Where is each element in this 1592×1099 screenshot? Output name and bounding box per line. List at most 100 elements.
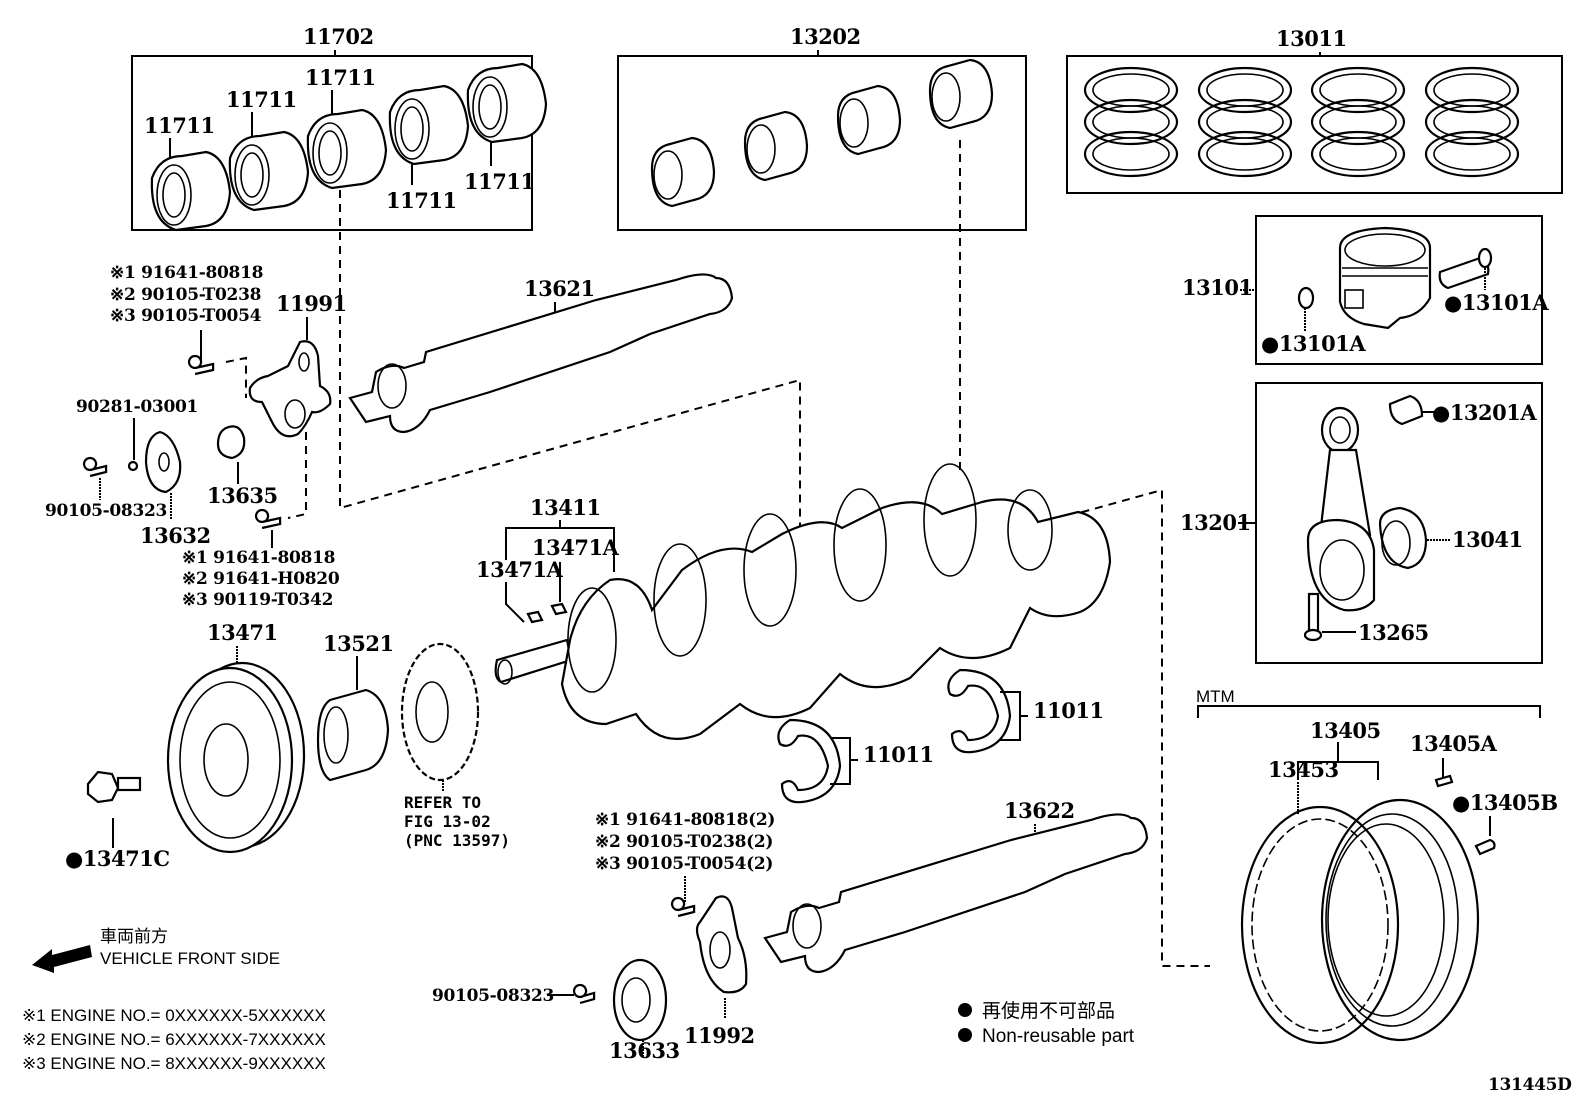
piston-ring-stack	[1083, 66, 1179, 178]
part-label-11711[interactable]: 11711	[305, 65, 376, 90]
key	[550, 602, 568, 616]
refer-note[interactable]: FIG 13-02	[404, 812, 491, 831]
part-label-13632[interactable]: 13632	[140, 523, 211, 548]
balance-shaft-13621	[348, 273, 734, 434]
part-label-13633[interactable]: 13633	[609, 1038, 680, 1063]
part-label-13101[interactable]: 13101	[1182, 275, 1253, 300]
part-label-90105-08323[interactable]: 90105-08323	[432, 986, 554, 1006]
bolt-variant-label[interactable]: ※2 91641-H0820	[182, 569, 340, 589]
conrod-bearing-shell	[743, 110, 809, 182]
part-label-90281-03001[interactable]: 90281-03001	[76, 397, 198, 417]
bolt	[187, 354, 215, 376]
pin-clip	[1477, 247, 1493, 269]
part-label-11711[interactable]: 11711	[226, 87, 297, 112]
crank-key-group: 13411 13471A 13471A	[476, 495, 620, 624]
part-label-13405B[interactable]: ●13405B	[1452, 790, 1558, 815]
part-label-13265[interactable]: 13265	[1358, 620, 1429, 645]
part-label-13471C[interactable]: ●13471C	[65, 846, 170, 871]
conrod-bearing-set-box	[617, 55, 1027, 231]
bolt-variant-label[interactable]: ※1 91641-80818(2)	[595, 810, 775, 830]
non-reusable-bullet-icon	[958, 1028, 972, 1042]
part-label-13405[interactable]: 13405	[1310, 718, 1381, 743]
conrod-bearing-shell	[650, 136, 716, 208]
part-label-11711[interactable]: 11711	[386, 188, 457, 213]
part-label-13201A[interactable]: ●13201A	[1432, 400, 1538, 425]
part-label-13101A[interactable]: ●13101A	[1261, 331, 1367, 356]
piston-ring	[1206, 137, 1284, 171]
piston-ring	[1083, 130, 1179, 178]
engine-note: ※1 ENGINE NO.= 0XXXXXX-5XXXXXX	[22, 1006, 326, 1025]
part-label-11991[interactable]: 11991	[276, 291, 347, 316]
part-label-13453[interactable]: 13453	[1268, 757, 1339, 782]
bolt	[82, 456, 108, 478]
bolt-variant-label[interactable]: ※1 91641-80818	[110, 263, 263, 283]
thrust-washer	[947, 668, 1012, 754]
part-label-13621[interactable]: 13621	[524, 276, 595, 301]
legend-label-jp: 再使用不可部品	[982, 1000, 1115, 1022]
piston-ring	[1092, 105, 1170, 139]
connecting-rod	[1306, 406, 1376, 612]
lower-drive-group: ※1 91641-80818(2) ※2 90105-T0238(2) ※3 9…	[432, 810, 775, 1063]
part-label-13041[interactable]: 13041	[1452, 527, 1523, 552]
conrod-bushing	[1388, 394, 1424, 426]
piston-ring	[1319, 105, 1397, 139]
crank-pulley-bolt	[86, 770, 142, 804]
part-label-13622[interactable]: 13622	[1004, 798, 1075, 823]
piston-ring-set-group: 13011	[1066, 26, 1563, 194]
balance-shaft-13622-group: 13622	[763, 798, 1149, 974]
front-side-label-en: VEHICLE FRONT SIDE	[100, 949, 280, 968]
refer-note[interactable]: (PNC 13597)	[404, 831, 510, 850]
crank-gear	[316, 688, 390, 782]
conrod-group: 13201 ●13201A 13041 13265	[1180, 382, 1543, 664]
legend-label-en: Non-reusable part	[982, 1026, 1135, 1047]
part-label-13521[interactable]: 13521	[323, 631, 394, 656]
bolt-variant-label[interactable]: ※3 90105-T0054	[110, 306, 262, 326]
refer-note[interactable]: REFER TO	[404, 793, 481, 812]
part-label-90105-08323[interactable]: 90105-08323	[45, 501, 167, 521]
flywheel	[1320, 798, 1480, 1042]
main-bearing-set-group: 11702 11711 11711 11711 11711 11711	[131, 24, 548, 232]
part-label-13101A[interactable]: ●13101A	[1444, 290, 1550, 315]
part-label-13471[interactable]: 13471	[207, 620, 278, 645]
part-label-13405A[interactable]: 13405A	[1410, 731, 1498, 756]
timing-sprocket	[400, 642, 480, 782]
bolt-variant-label[interactable]: ※3 90105-T0054(2)	[595, 854, 773, 874]
bracket-11992	[695, 895, 748, 994]
part-label-11711[interactable]: 11711	[144, 113, 215, 138]
front-arrow-icon	[32, 945, 92, 973]
thrust-washer	[777, 718, 842, 804]
part-label-13011[interactable]: 13011	[1276, 26, 1347, 51]
piston-ring-stack	[1424, 66, 1520, 178]
part-label-11011[interactable]: 11011	[1033, 698, 1104, 723]
part-label-11711[interactable]: 11711	[464, 169, 535, 194]
main-bearing-shell	[466, 62, 548, 144]
piston-ring	[1433, 105, 1511, 139]
bolt-variant-label[interactable]: ※2 90105-T0238	[110, 285, 261, 305]
part-label-13411[interactable]: 13411	[530, 495, 601, 520]
vehicle-front-indicator: 車両前方 VEHICLE FRONT SIDE	[32, 927, 280, 973]
piston-ring	[1092, 137, 1170, 171]
conrod-bearing-shell	[836, 84, 902, 156]
piston-ring	[1424, 66, 1520, 114]
spacer-13635	[216, 425, 246, 460]
piston-rings	[1083, 66, 1520, 178]
part-label-11992[interactable]: 11992	[684, 1023, 755, 1048]
part-label-13635[interactable]: 13635	[207, 483, 278, 508]
part-label-11702[interactable]: 11702	[303, 24, 374, 49]
piston-ring	[1424, 98, 1520, 146]
part-label-13202[interactable]: 13202	[790, 24, 861, 49]
piston-ring	[1197, 98, 1293, 146]
piston-ring	[1310, 130, 1406, 178]
thrust-washer-group: 11011 11011	[777, 668, 1104, 804]
crank-gear-group: 13521 REFER TO FIG 13-02 (PNC 13597)	[316, 631, 510, 850]
bolt-variant-label[interactable]: ※3 90119-T0342	[182, 590, 333, 610]
bolt-variant-label[interactable]: ※2 90105-T0238(2)	[595, 832, 773, 852]
bolt-variant-label[interactable]: ※1 91641-80818	[182, 548, 335, 568]
part-label-11011[interactable]: 11011	[863, 742, 934, 767]
part-label-13471A[interactable]: 13471A	[532, 535, 620, 560]
crank-pulley-group: 13471 ●13471C	[65, 620, 306, 871]
flywheel-pin	[1434, 774, 1454, 788]
key	[127, 460, 139, 472]
engine-note: ※2 ENGINE NO.= 6XXXXXX-7XXXXXX	[22, 1030, 326, 1049]
part-label-13471A[interactable]: 13471A	[476, 557, 564, 582]
